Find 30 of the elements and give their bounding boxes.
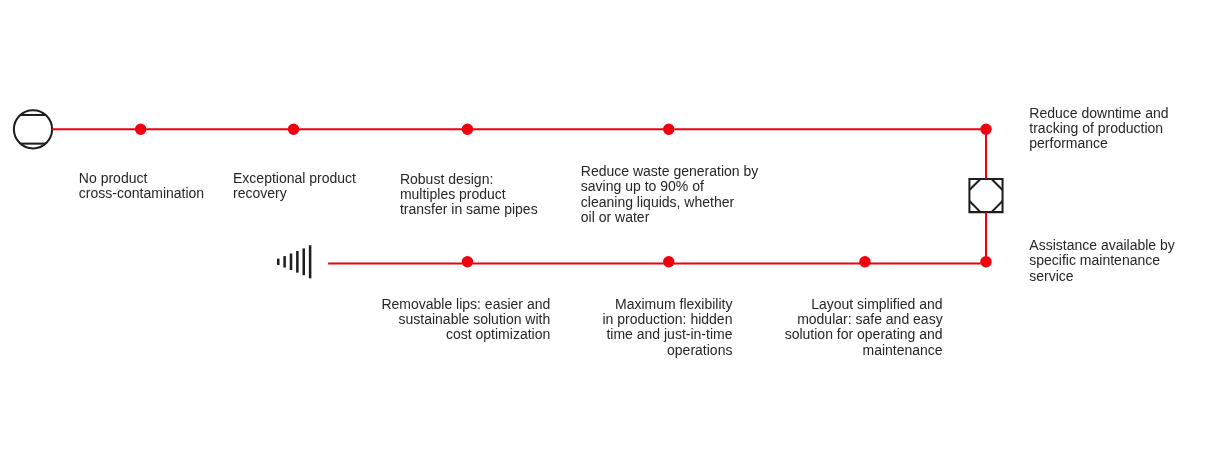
node-circle [461, 123, 474, 136]
connector [328, 262, 463, 265]
node-circle [461, 256, 474, 268]
node-circle [980, 256, 992, 268]
node-circle [134, 123, 147, 136]
node-label: Layout simplified and modular: safe and easy solution for operating and maintenance [784, 295, 943, 358]
node-circle [859, 256, 871, 268]
connector [673, 262, 861, 265]
connector [146, 128, 289, 131]
node-label: No product cross-contamination [78, 169, 205, 201]
node-circle [663, 123, 675, 136]
connector [870, 262, 981, 265]
connector [472, 128, 664, 131]
connector [984, 212, 987, 257]
node-circle [287, 123, 300, 136]
node-label: Reduce waste generation by saving up to 90% of cleaning liquids, whether oil or water [580, 163, 759, 226]
node-label: Robust design: multiples product transfer in same pipes [399, 170, 538, 218]
connector [984, 134, 987, 179]
node-picture [12, 109, 54, 150]
node-circle [663, 256, 675, 268]
node-label: Reduce downtime and tracking of production performance [1029, 104, 1169, 152]
node-label: Maximum flexibility in production: hidden time and just-in-time operations [602, 295, 733, 358]
connector [298, 128, 463, 131]
node-label: Exceptional product recovery [233, 169, 356, 201]
node-label: Assistance available by specific maintenance service [1029, 237, 1175, 284]
node-circle [980, 123, 992, 136]
connector [472, 262, 664, 265]
connector [52, 128, 136, 131]
connector [674, 128, 981, 131]
node-label: Removable lips: easier and sustainable solution with cost optimization [381, 295, 551, 343]
